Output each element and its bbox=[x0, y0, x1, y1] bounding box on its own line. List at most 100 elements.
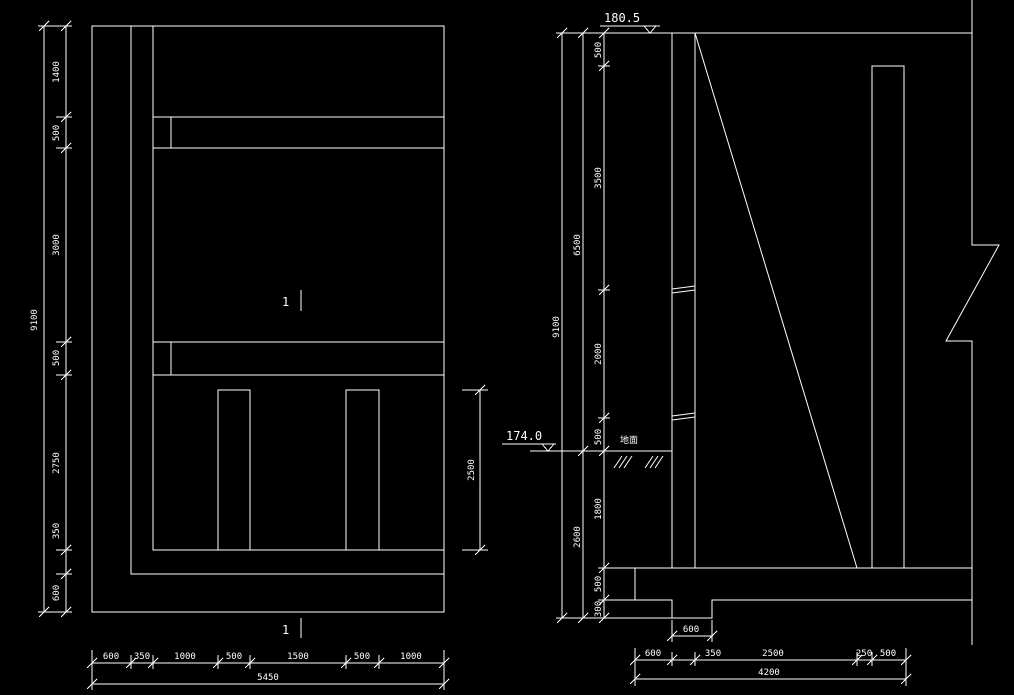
hdim-label: 1500 bbox=[287, 652, 309, 662]
vdim-tick bbox=[60, 20, 72, 32]
hdim-label: 1000 bbox=[174, 652, 196, 662]
vdim-label: 3000 bbox=[52, 234, 62, 256]
top-level-label: 180.5 bbox=[604, 11, 640, 25]
hdim-tick bbox=[212, 657, 224, 669]
hdim-tick bbox=[373, 657, 385, 669]
hdim-tick bbox=[851, 654, 863, 666]
opening-dim-tick bbox=[474, 544, 486, 556]
vdim-label: 3500 bbox=[594, 167, 604, 189]
opening-right bbox=[345, 389, 380, 551]
opening-left bbox=[217, 389, 251, 551]
base-slab bbox=[634, 567, 972, 619]
vdim-label: 500 bbox=[52, 125, 62, 141]
column bbox=[871, 65, 905, 569]
hdim-tick bbox=[689, 654, 701, 666]
hdim-label: 2500 bbox=[762, 649, 784, 659]
vdim-tick bbox=[577, 612, 589, 624]
hdim-tick bbox=[629, 673, 641, 685]
vdim-label: 500 bbox=[594, 42, 604, 58]
base-dim-label: 600 bbox=[683, 625, 699, 635]
wall-joint bbox=[671, 412, 696, 417]
wall-joint bbox=[671, 285, 696, 290]
vdim-label: 350 bbox=[52, 523, 62, 539]
hatch bbox=[644, 455, 654, 469]
hdim-label: 600 bbox=[645, 649, 661, 659]
vdim-tick bbox=[38, 20, 50, 32]
vdim-tick bbox=[60, 606, 72, 618]
hdim-tick bbox=[86, 657, 98, 669]
hdim-tick bbox=[900, 654, 912, 666]
vdim-label: 500 bbox=[52, 350, 62, 366]
vdim-label: 300 bbox=[594, 601, 604, 617]
opening-dim-tick bbox=[474, 384, 486, 396]
opening-dim-label: 2500 bbox=[467, 459, 477, 481]
hdim-label: 250 bbox=[856, 649, 872, 659]
vdim-tick bbox=[598, 612, 610, 624]
hatch bbox=[623, 455, 633, 469]
wall-outline bbox=[130, 26, 444, 575]
hdim-tick bbox=[666, 654, 678, 666]
vdim-tick bbox=[598, 594, 610, 606]
vdim-tick bbox=[598, 27, 610, 39]
vdim-tick bbox=[556, 612, 568, 624]
ground-level-triangle bbox=[540, 443, 556, 452]
base-dim-tick bbox=[666, 630, 678, 642]
break-line bbox=[945, 0, 1000, 645]
hdim-tick bbox=[86, 678, 98, 690]
hatch bbox=[654, 455, 664, 469]
top-level-triangle bbox=[642, 25, 658, 34]
vdim-tick bbox=[598, 60, 610, 72]
vdim-label: 2750 bbox=[52, 452, 62, 474]
ground-label: 地面 bbox=[620, 434, 638, 446]
diagonal-support bbox=[694, 32, 858, 569]
hdim-overall-label: 5450 bbox=[257, 673, 279, 683]
hdim-label: 600 bbox=[103, 652, 119, 662]
hdim-tick bbox=[629, 654, 641, 666]
hdim-tick bbox=[244, 657, 256, 669]
vdim-label: 2000 bbox=[594, 343, 604, 365]
hatch bbox=[649, 455, 659, 469]
vdim-tick bbox=[38, 606, 50, 618]
wall-inner-outline bbox=[152, 26, 444, 551]
hdim-tick bbox=[900, 673, 912, 685]
vdim-label: 6500 bbox=[573, 234, 583, 256]
base-dim-tick bbox=[706, 630, 718, 642]
hatch bbox=[613, 455, 623, 469]
vdim-label: 500 bbox=[594, 429, 604, 445]
hdim-label: 500 bbox=[880, 649, 896, 659]
right-section: 180.5 174.0 地面 bbox=[502, 0, 1000, 686]
hdim-label: 350 bbox=[705, 649, 721, 659]
vdim-tick bbox=[598, 284, 610, 296]
vdim-label: 1800 bbox=[594, 498, 604, 520]
wall-joint bbox=[671, 416, 696, 421]
vdim-tick bbox=[577, 27, 589, 39]
hdim-label: 350 bbox=[134, 652, 150, 662]
outer-frame bbox=[91, 25, 445, 613]
vdim-tick bbox=[598, 562, 610, 574]
hdim-tick bbox=[866, 654, 878, 666]
vdim-tick bbox=[598, 445, 610, 457]
hdim-label: 1000 bbox=[400, 652, 422, 662]
vdim-label: 9100 bbox=[552, 316, 562, 338]
hdim-label: 500 bbox=[354, 652, 370, 662]
hdim-tick bbox=[125, 657, 137, 669]
hdim-overall-label: 4200 bbox=[758, 668, 780, 678]
vdim-overall-label: 9100 bbox=[30, 309, 40, 331]
hdim-tick bbox=[340, 657, 352, 669]
hdim-tick bbox=[438, 678, 450, 690]
vdim-label: 500 bbox=[594, 576, 604, 592]
vdim-label: 600 bbox=[52, 585, 62, 601]
vdim-tick bbox=[556, 27, 568, 39]
ground-level-label: 174.0 bbox=[506, 429, 542, 443]
left-elevation: 1 1 1400 500 3000 500 2750 350 600 9100 bbox=[30, 20, 488, 690]
vdim-label: 1400 bbox=[52, 61, 62, 83]
vdim-tick bbox=[598, 412, 610, 424]
vdim-label: 2600 bbox=[573, 526, 583, 548]
hatch bbox=[618, 455, 628, 469]
vdim-tick bbox=[577, 445, 589, 457]
hdim-tick bbox=[438, 657, 450, 669]
section-mark-bottom: 1 bbox=[282, 623, 289, 637]
wall-joint bbox=[671, 289, 696, 294]
section-mark-center: 1 bbox=[282, 295, 289, 309]
